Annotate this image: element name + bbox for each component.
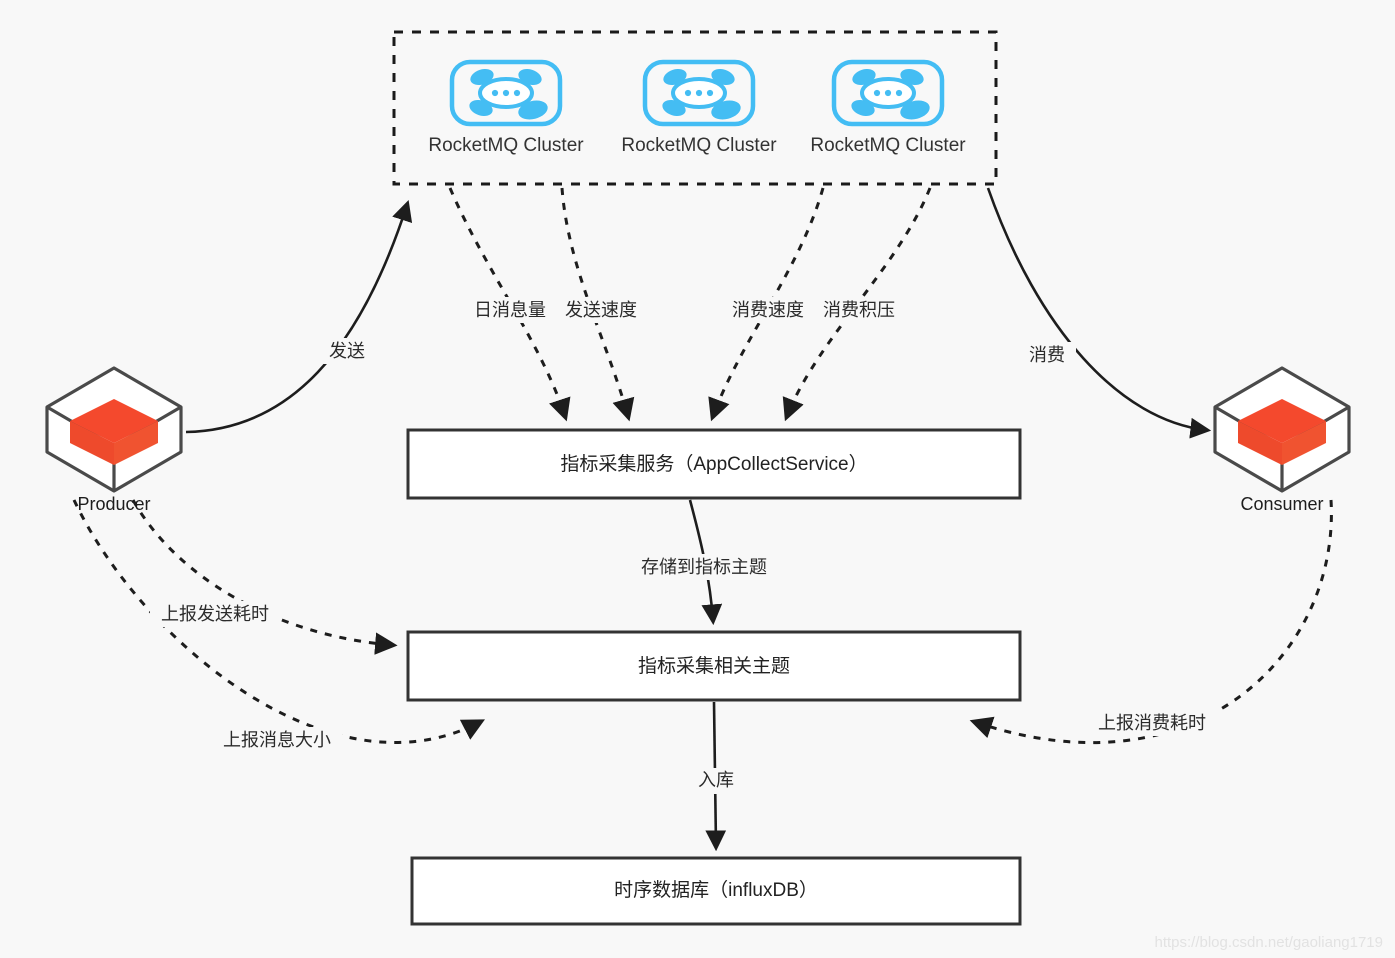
edge-label-send: 发送 [318,338,376,364]
edge-label-daily-message-count: 日消息量 [463,297,557,323]
edge-report-consume-cost [969,499,1333,744]
edge-label-report-send-cost: 上报发送耗时 [150,601,280,627]
collect-service-label: 指标采集服务（AppCollectService） [560,453,867,475]
rocketmq-icon-glyph [469,68,548,120]
timeseries-db-label: 时序数据库（influxDB） [614,879,818,901]
svg-text:上报发送耗时: 上报发送耗时 [161,604,269,624]
timeseries-db-box[interactable] [410,856,1022,926]
rocketmq-icon-glyph [662,68,741,120]
rocketmq-icon-glyph [851,68,930,120]
rocketmq-cluster-2-label: RocketMQ Cluster [621,135,777,156]
rocketmq-cluster-2[interactable]: RocketMQ Cluster [621,59,777,156]
svg-text:上报消息大小: 上报消息大小 [223,730,331,750]
rocketmq-icon [449,59,563,127]
edge-label-report-consume-cost: 上报消费耗时 [1087,710,1217,736]
svg-text:消费: 消费 [1029,345,1065,365]
edge-report-message-size [72,499,485,744]
rocketmq-icon [642,59,756,127]
edge-label-store-to-topic: 存储到指标主题 [628,554,780,580]
svg-text:日消息量: 日消息量 [474,300,546,320]
edge-label-consume-speed: 消费速度 [724,297,812,323]
edge-label-report-message-size: 上报消息大小 [212,727,342,753]
collect-service-box[interactable] [406,428,1022,500]
edge-daily-message-count [448,187,571,422]
producer-node[interactable]: Producer [45,366,183,514]
svg-text:上报消费耗时: 上报消费耗时 [1098,713,1206,733]
edge-cluster-to-consumer [986,187,1212,439]
producer-label: Producer [77,494,150,514]
edge-consume-speed [708,187,825,422]
svg-text:消费积压: 消费积压 [823,300,895,320]
rocketmq-cluster-1[interactable]: RocketMQ Cluster [428,59,584,156]
svg-text:入库: 入库 [698,770,734,790]
edge-producer-to-cluster [185,200,413,434]
rocketmq-cluster-1-label: RocketMQ Cluster [428,135,584,156]
rocketmq-cluster-3-label: RocketMQ Cluster [810,135,966,156]
metrics-topic-label: 指标采集相关主题 [638,655,790,677]
svg-text:发送速度: 发送速度 [565,300,637,320]
edge-report-send-cost [131,499,398,655]
cube-icon [45,366,183,493]
edge-label-persist: 入库 [688,768,744,794]
rocketmq-icon [831,59,945,127]
edge-label-consume: 消费 [1018,342,1076,368]
edge-label-consume-backlog: 消费积压 [815,297,903,323]
svg-text:发送: 发送 [329,341,365,361]
svg-text:消费速度: 消费速度 [732,300,804,320]
svg-text:存储到指标主题: 存储到指标主题 [641,557,767,577]
rocketmq-cluster-3[interactable]: RocketMQ Cluster [810,59,966,156]
edge-label-send-speed: 发送速度 [557,297,645,323]
consumer-node[interactable]: Consumer [1213,366,1351,514]
consumer-label: Consumer [1240,494,1323,514]
metrics-topic-box[interactable] [406,630,1022,702]
watermark: https://blog.csdn.net/gaoliang1719 [1154,934,1383,951]
cube-icon [1213,366,1351,493]
